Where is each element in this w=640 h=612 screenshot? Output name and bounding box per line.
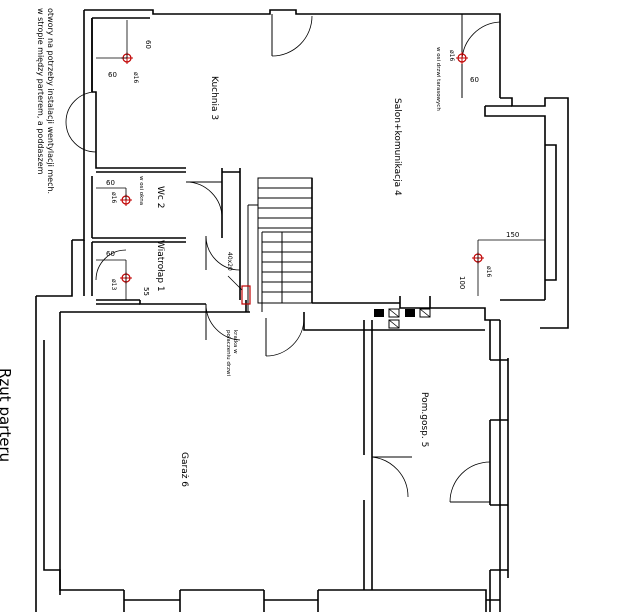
vent-salon-dim-b: 100: [458, 276, 466, 289]
vent-wc: 60 w osi okna ø16: [96, 176, 144, 206]
outer-walls: [35, 9, 569, 612]
note-line-1: otwory na potrzeby instalacji wentylacji…: [46, 8, 55, 194]
vent-salon: 150 100 ø16: [458, 231, 545, 296]
plan-title: Rzut parteru: [0, 368, 14, 462]
vent-wiatrolap: 60 55 ø13: [96, 250, 150, 300]
staircase: [247, 177, 313, 312]
vent-wc-dim: 60: [106, 179, 115, 187]
room-label-salon: Salon+komunikacja 4: [392, 98, 402, 196]
duct-markers: [241, 285, 431, 329]
room-label-garaz: Garaż 6: [179, 452, 189, 487]
room-label-pom: Pom.gosp. 5: [419, 392, 429, 447]
vent-salon-door-dim: 60: [470, 76, 479, 84]
vent-salon-door-dia: ø16: [448, 50, 455, 61]
vent-salon-door-note: w osi drzwi tarasowych: [435, 47, 441, 111]
door-note-line-1: kratka w: [232, 330, 238, 354]
vent-wiatrolap-dim-a: 60: [106, 250, 115, 258]
vent-kuchnia-dim-b: 60: [144, 40, 152, 49]
doors: [65, 14, 501, 503]
door-note-line-2: połaczeniu drzwi: [225, 330, 231, 376]
room-label-wc: Wc 2: [155, 186, 165, 208]
vent-wc-dia: ø16: [110, 192, 117, 203]
door-dim-label: 40x20: [226, 252, 233, 271]
interior-walls: [72, 91, 545, 590]
vent-salon-dim-a: 150: [506, 231, 519, 239]
vent-wiatrolap-dim-b: 55: [142, 287, 150, 296]
door-note-leader: [227, 275, 243, 291]
room-label-wiatrolap: Wiatrołap 1: [155, 240, 165, 292]
vent-wiatrolap-dia: ø13: [110, 279, 117, 290]
vent-kuchnia: 60 60 ø16: [96, 20, 152, 83]
vent-kuchnia-dia: ø16: [132, 72, 139, 83]
vent-salon-door: ø16 w osi drzwi tarasowych 60: [435, 47, 479, 111]
room-label-kuchnia: Kuchnia 3: [209, 76, 219, 120]
vent-kuchnia-dim-a: 60: [108, 71, 117, 79]
note-line-2: w stropie między parterem, a poddaszem: [36, 8, 45, 175]
vent-salon-dia: ø16: [485, 266, 492, 277]
vent-wc-note: w osi okna: [138, 176, 144, 205]
